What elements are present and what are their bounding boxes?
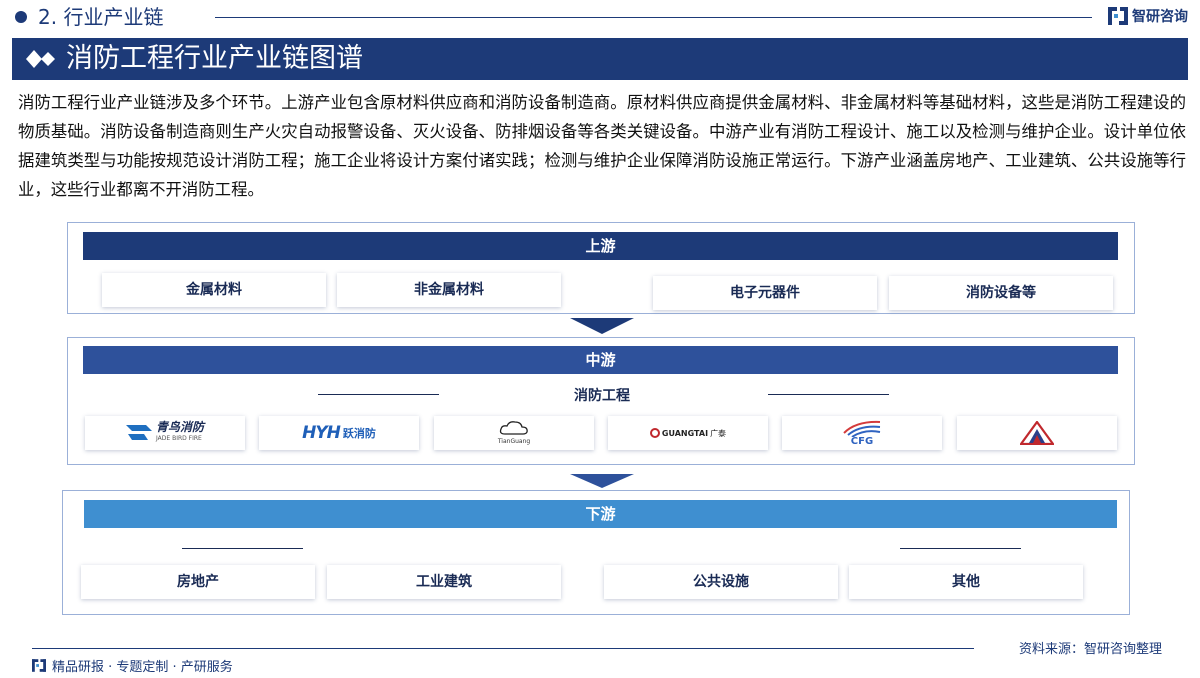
down-arrow-icon	[570, 474, 634, 488]
top-bar: 2. 行业产业链 智研咨询	[0, 0, 1200, 34]
upstream-header: 上游	[83, 232, 1118, 260]
downstream-right-rule	[900, 548, 1021, 549]
downstream-header: 下游	[84, 500, 1117, 528]
brand-name: 智研咨询	[1132, 9, 1188, 25]
downstream-item-real-estate: 房地产	[81, 565, 315, 599]
tianguang-sub: TianGuang	[497, 437, 531, 445]
jade-bird-sub: JADE BIRD FIRE	[155, 435, 202, 442]
downstream-item-industrial: 工业建筑	[327, 565, 561, 599]
page-title: 消防工程行业产业链图谱	[66, 43, 363, 74]
upstream-item-electronics: 电子元器件	[653, 276, 877, 310]
guangtai-logo-icon	[649, 428, 660, 438]
cloud-icon	[499, 420, 528, 435]
downstream-panel: 下游 房地产 工业建筑 公共设施 其他	[62, 490, 1130, 615]
section-heading: 2. 行业产业链	[38, 5, 164, 29]
logo-card-cfg: CFG	[782, 416, 942, 450]
jade-bird-name: 青鸟消防	[155, 420, 204, 434]
logo-card-guangtai: GUANGTAI 广泰	[608, 416, 768, 450]
upstream-item-fire-equipment: 消防设备等	[889, 276, 1113, 310]
logo-card-triangle	[957, 416, 1117, 450]
midstream-sub-label: 消防工程	[574, 388, 630, 404]
hyh-logo-name: 跃消防	[342, 427, 376, 440]
hyh-logo-mark: HYH	[302, 423, 341, 443]
downstream-left-rule	[182, 548, 303, 549]
downstream-item-other: 其他	[849, 565, 1083, 599]
down-arrow-icon	[570, 318, 634, 334]
footer-divider	[32, 648, 974, 649]
downstream-item-public: 公共设施	[604, 565, 838, 599]
upstream-item-metal: 金属材料	[102, 273, 326, 307]
intro-paragraph: 消防工程行业产业链涉及多个环节。上游产业包含原材料供应商和消防设备制造商。原材料…	[18, 93, 1186, 199]
triangle-logo-icon	[1020, 421, 1054, 445]
diamond-icon	[26, 50, 55, 68]
midstream-right-rule	[768, 394, 889, 395]
midstream-header: 中游	[83, 346, 1118, 374]
logo-card-hyh: HYH 跃消防	[259, 416, 419, 450]
logo-card-jade-bird: 青鸟消防 JADE BIRD FIRE	[85, 416, 245, 450]
brand-logo: 智研咨询	[1108, 6, 1188, 26]
upstream-panel: 上游 金属材料 非金属材料 电子元器件 消防设备等	[67, 222, 1135, 314]
logo-card-tianguang: TianGuang 天广	[434, 416, 594, 450]
footer-tagline: 精品研报 · 专题定制 · 产研服务	[32, 656, 233, 675]
midstream-left-rule	[318, 394, 439, 395]
header-divider	[215, 17, 1092, 18]
title-banner: 消防工程行业产业链图谱	[12, 38, 1188, 80]
guangtai-name: GUANGTAI	[661, 428, 709, 438]
zhiyan-logo-icon	[1108, 7, 1128, 25]
upstream-item-nonmetal: 非金属材料	[337, 273, 561, 307]
cfg-wave-icon	[843, 420, 881, 438]
section-bullet-icon	[15, 11, 27, 23]
zhiyan-small-logo-icon	[32, 659, 46, 672]
source-note: 资料来源：智研咨询整理	[1018, 642, 1162, 657]
footer-text: 精品研报 · 专题定制 · 产研服务	[52, 660, 233, 675]
cfg-name: CFG	[850, 436, 874, 447]
midstream-panel: 中游 消防工程 青鸟消防 JADE BIRD FIRE HYH 跃消防 Tian…	[67, 337, 1135, 465]
guangtai-sub: 广泰	[710, 428, 727, 438]
jade-bird-fire-logo-icon	[125, 425, 152, 440]
